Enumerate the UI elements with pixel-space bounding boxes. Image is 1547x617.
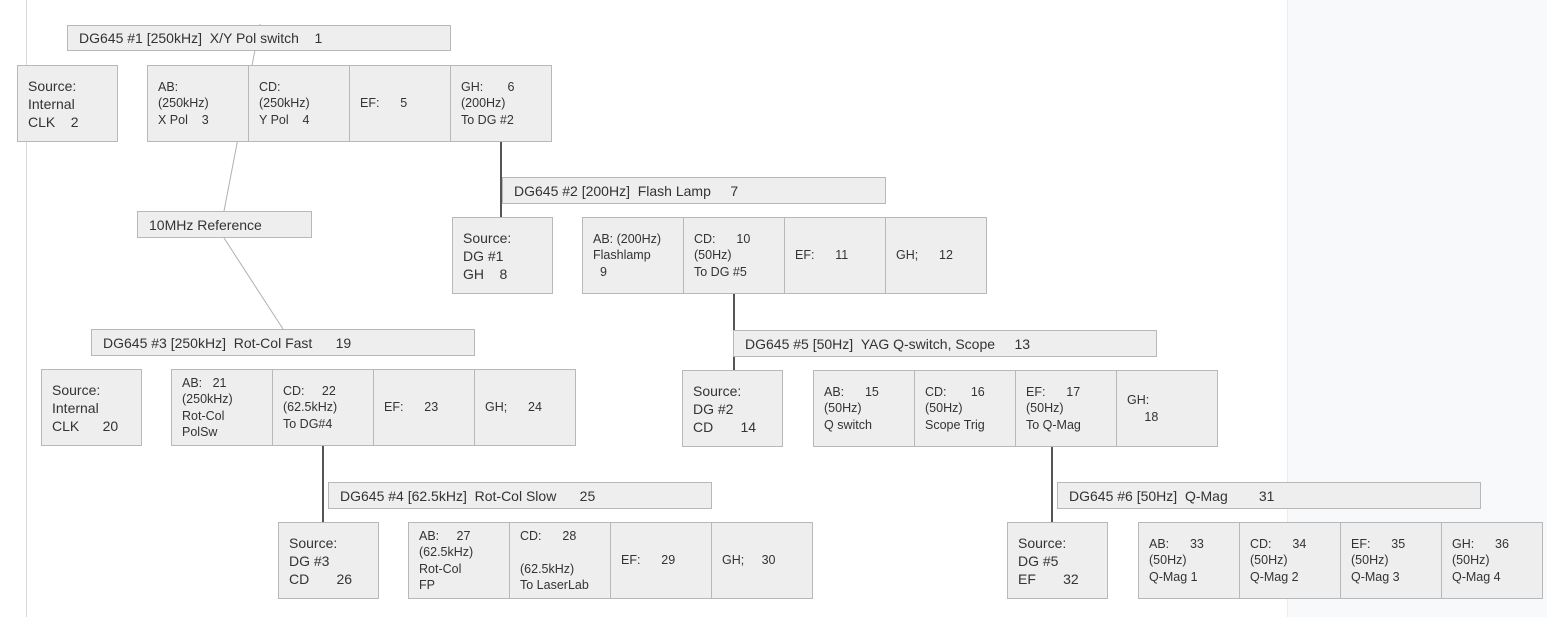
dg2-channel-gh[interactable]: GH; 12: [885, 217, 987, 294]
dg1-channel-ef[interactable]: EF: 5: [349, 65, 451, 142]
dg6-source[interactable]: Source: DG #5 EF 32: [1007, 522, 1108, 599]
dg5-channel-ab[interactable]: AB: 15 (50Hz) Q switch: [813, 370, 915, 447]
reference-line-lower: [223, 237, 284, 330]
dg1-title[interactable]: DG645 #1 [250kHz] X/Y Pol switch 1: [67, 25, 451, 51]
dg4-source[interactable]: Source: DG #3 CD 26: [278, 522, 379, 599]
dg5-title[interactable]: DG645 #5 [50Hz] YAG Q-switch, Scope 13: [733, 330, 1157, 357]
dg6-channel-gh[interactable]: GH: 36 (50Hz) Q-Mag 4: [1441, 522, 1543, 599]
dg6-channel-cd[interactable]: CD: 34 (50Hz) Q-Mag 2: [1239, 522, 1341, 599]
dg5-channel-cd[interactable]: CD: 16 (50Hz) Scope Trig: [914, 370, 1016, 447]
dg1-channel-cd[interactable]: CD: (250kHz) Y Pol 4: [248, 65, 350, 142]
dg1-source[interactable]: Source: Internal CLK 2: [17, 65, 118, 142]
dg5-source[interactable]: Source: DG #2 CD 14: [682, 370, 783, 447]
dg2-channel-ef[interactable]: EF: 11: [784, 217, 886, 294]
dg4-channel-ef[interactable]: EF: 29: [610, 522, 712, 599]
dg1-channel-gh[interactable]: GH: 6 (200Hz) To DG #2: [450, 65, 552, 142]
dg3-channel-ef[interactable]: EF: 23: [373, 369, 475, 446]
dg3-source[interactable]: Source: Internal CLK 20: [41, 369, 142, 446]
dg3-title[interactable]: DG645 #3 [250kHz] Rot-Col Fast 19: [91, 329, 475, 356]
dg3-channel-ab[interactable]: AB: 21 (250kHz) Rot-Col PolSw: [171, 369, 273, 446]
dg2-channel-cd[interactable]: CD: 10 (50Hz) To DG #5: [683, 217, 785, 294]
dg6-title[interactable]: DG645 #6 [50Hz] Q-Mag 31: [1057, 482, 1481, 509]
dg5-channel-gh[interactable]: GH: 18: [1116, 370, 1218, 447]
dg3-channel-gh[interactable]: GH; 24: [474, 369, 576, 446]
dg5-channel-ef[interactable]: EF: 17 (50Hz) To Q-Mag: [1015, 370, 1117, 447]
reference-box[interactable]: 10MHz Reference: [137, 211, 312, 238]
dg4-title[interactable]: DG645 #4 [62.5kHz] Rot-Col Slow 25: [328, 482, 712, 509]
dg4-channel-ab[interactable]: AB: 27 (62.5kHz) Rot-Col FP: [408, 522, 510, 599]
dg4-channel-gh[interactable]: GH; 30: [711, 522, 813, 599]
page-margin-line: [26, 0, 27, 617]
dg6-channel-ab[interactable]: AB: 33 (50Hz) Q-Mag 1: [1138, 522, 1240, 599]
dg6-channel-ef[interactable]: EF: 35 (50Hz) Q-Mag 3: [1340, 522, 1442, 599]
dg2-source[interactable]: Source: DG #1 GH 8: [452, 217, 553, 294]
right-side-pane: [1287, 0, 1547, 617]
dg2-channel-ab[interactable]: AB: (200Hz) Flashlamp 9: [582, 217, 684, 294]
dg1-channel-ab[interactable]: AB: (250kHz) X Pol 3: [147, 65, 249, 142]
dg2-title[interactable]: DG645 #2 [200Hz] Flash Lamp 7: [502, 177, 886, 204]
dg4-channel-cd[interactable]: CD: 28 (62.5kHz) To LaserLab: [509, 522, 611, 599]
dg3-channel-cd[interactable]: CD: 22 (62.5kHz) To DG#4: [272, 369, 374, 446]
